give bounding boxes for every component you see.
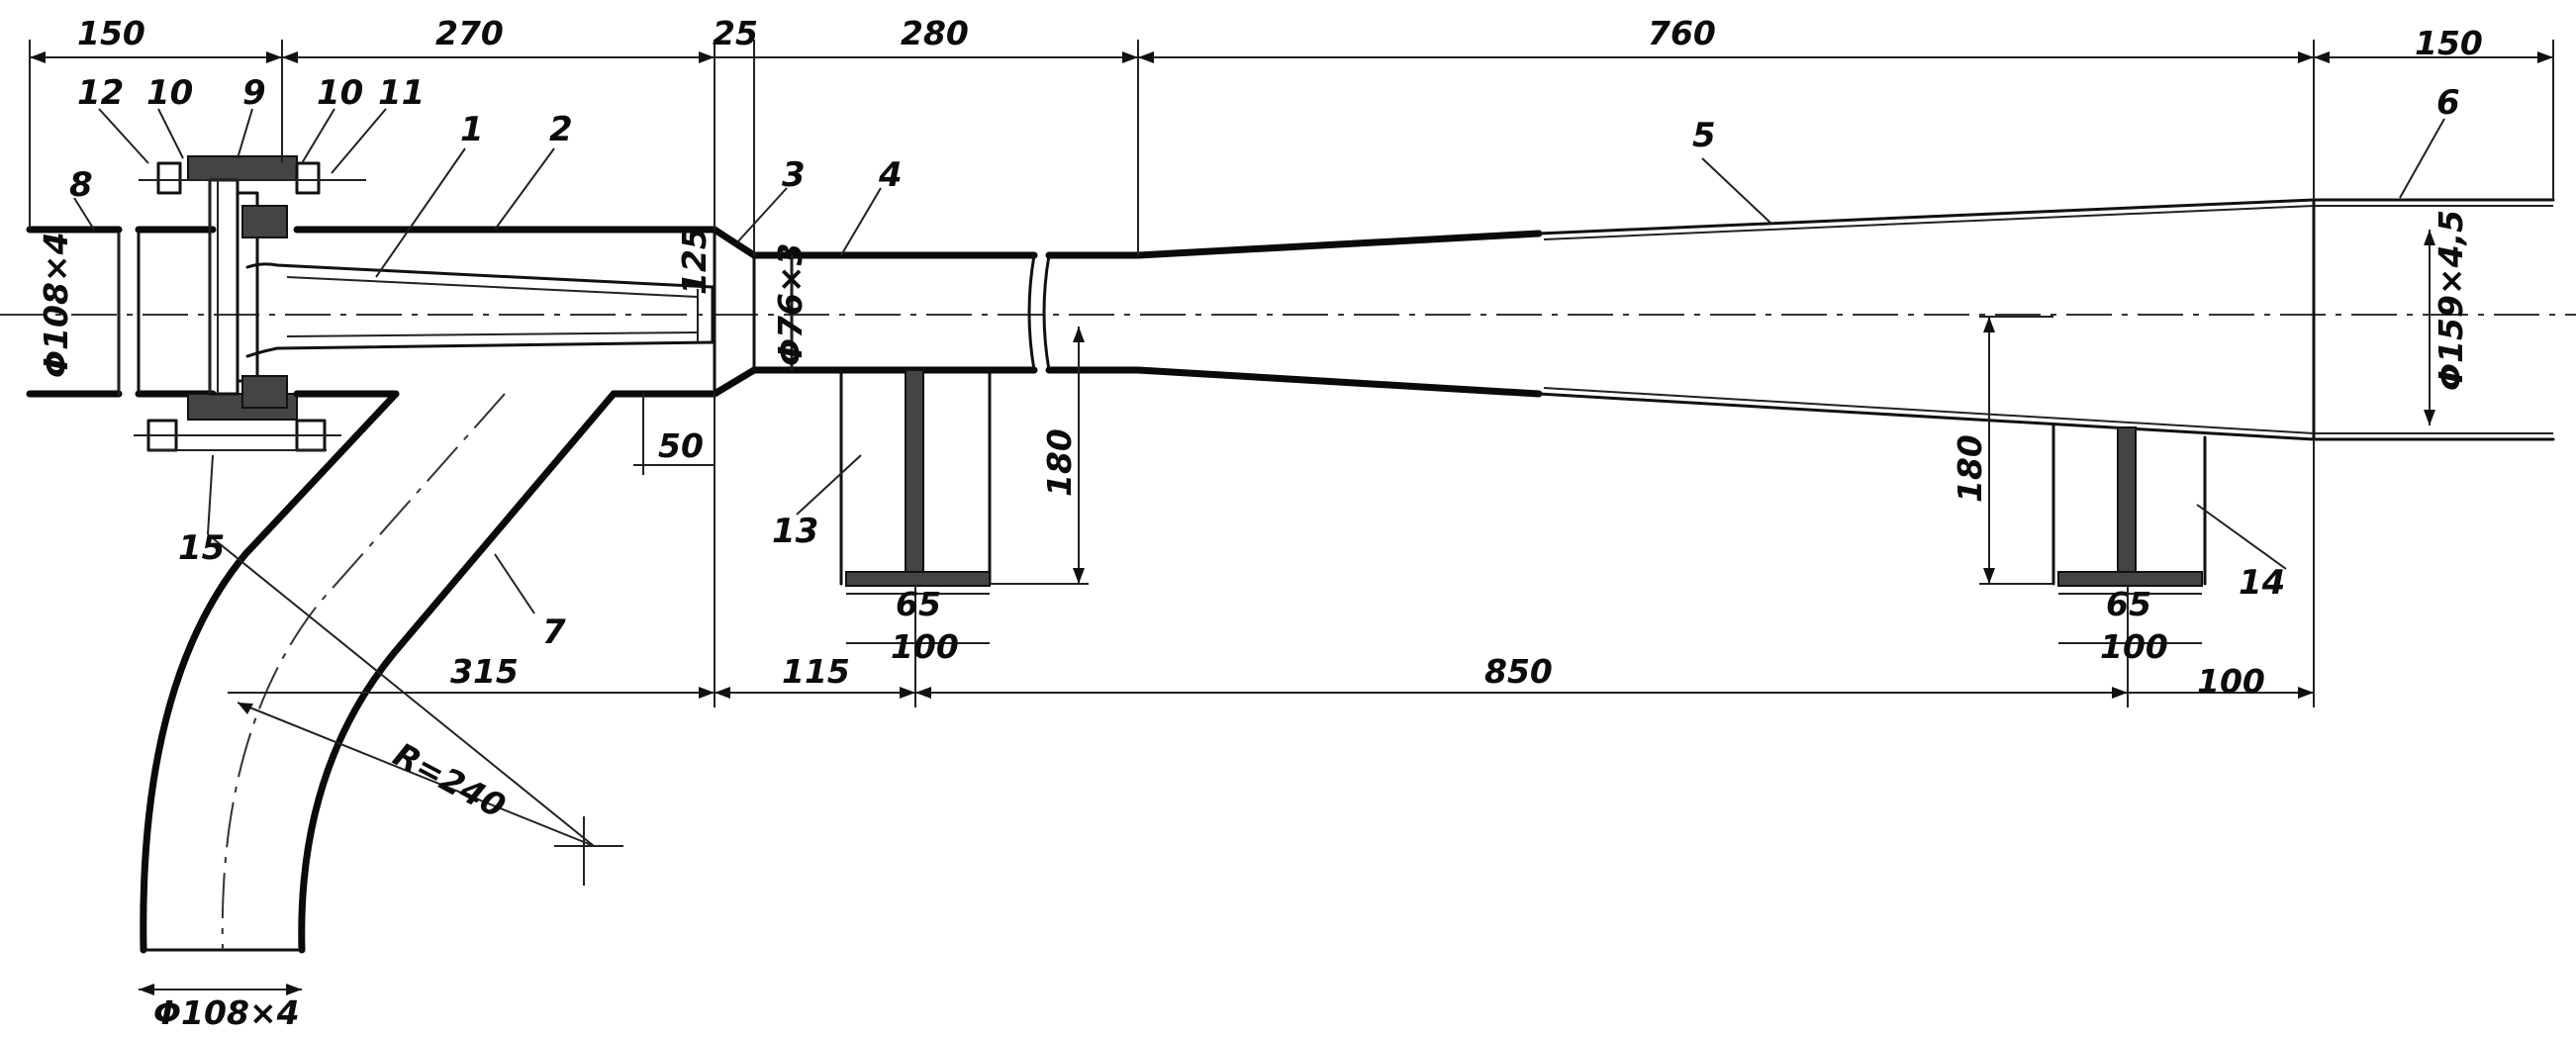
dim-100-end: 100	[2197, 662, 2265, 701]
dim-760: 760	[1648, 14, 1716, 52]
dim-270: 270	[435, 14, 504, 52]
pipe-size-labels: Φ108×4 Φ76×3 Φ159×4,5 Φ108×4	[37, 210, 2470, 1032]
part-7: 7	[542, 613, 566, 652]
mixing-chamber	[750, 251, 1142, 374]
bottom-dimensions	[118, 230, 2431, 990]
outlet-pipe	[2312, 198, 2555, 441]
suction-elbow	[140, 390, 618, 954]
dim-150-left: 150	[77, 14, 145, 52]
bolt-top	[139, 161, 366, 195]
dim-65-right: 65	[2106, 585, 2151, 623]
dim-315: 315	[450, 652, 519, 691]
part-10-right: 10	[317, 73, 363, 113]
bolt-bottom	[134, 419, 341, 452]
size-inlet-left: Φ108×4	[37, 232, 75, 378]
dim-280: 280	[901, 14, 969, 52]
dim-125: 125	[675, 227, 714, 295]
dim-50: 50	[658, 426, 704, 465]
size-throat: Φ76×3	[771, 242, 810, 366]
size-bottom: Φ108×4	[153, 993, 300, 1032]
part-5: 5	[1692, 116, 1716, 155]
part-14: 14	[2239, 563, 2285, 603]
part-numbers: 1 2 3 4 5 6 7 8 9 10 10 11 12 13 14 15	[69, 73, 2460, 652]
part-8: 8	[69, 165, 93, 205]
top-dimensions	[29, 40, 2554, 255]
part-9: 9	[242, 73, 266, 113]
part-3: 3	[782, 155, 806, 195]
dim-65-left: 65	[896, 585, 941, 623]
leader-lines	[73, 108, 2445, 614]
part-12: 12	[77, 73, 124, 113]
size-outlet: Φ159×4,5	[2432, 210, 2470, 391]
nozzle	[245, 262, 715, 358]
part-10-left: 10	[146, 73, 193, 113]
part-1: 1	[460, 110, 484, 149]
arrows	[30, 51, 2553, 995]
part-6: 6	[2436, 83, 2460, 123]
support-14	[2051, 424, 2207, 587]
support-13	[839, 368, 992, 587]
part-4: 4	[878, 155, 903, 195]
diffuser	[1134, 198, 2316, 441]
confuser	[711, 226, 758, 398]
part-11: 11	[378, 73, 425, 113]
dim-180-left: 180	[1040, 428, 1079, 497]
dimension-labels: 150 270 25 280 760 150 50 125 180 180 65…	[77, 14, 2483, 825]
part-13: 13	[772, 512, 818, 551]
flange	[187, 155, 298, 421]
part-15: 15	[178, 528, 225, 568]
suction-chamber	[293, 226, 718, 398]
dim-100-left: 100	[891, 627, 959, 666]
dim-radius: R=240	[387, 735, 512, 826]
dim-25: 25	[713, 14, 758, 52]
dim-115: 115	[782, 652, 850, 691]
dim-150-right: 150	[2415, 24, 2483, 62]
dim-180-right: 180	[1951, 434, 1989, 503]
dim-850: 850	[1484, 652, 1553, 691]
part-2: 2	[549, 110, 573, 149]
dim-100-right: 100	[2100, 627, 2168, 666]
